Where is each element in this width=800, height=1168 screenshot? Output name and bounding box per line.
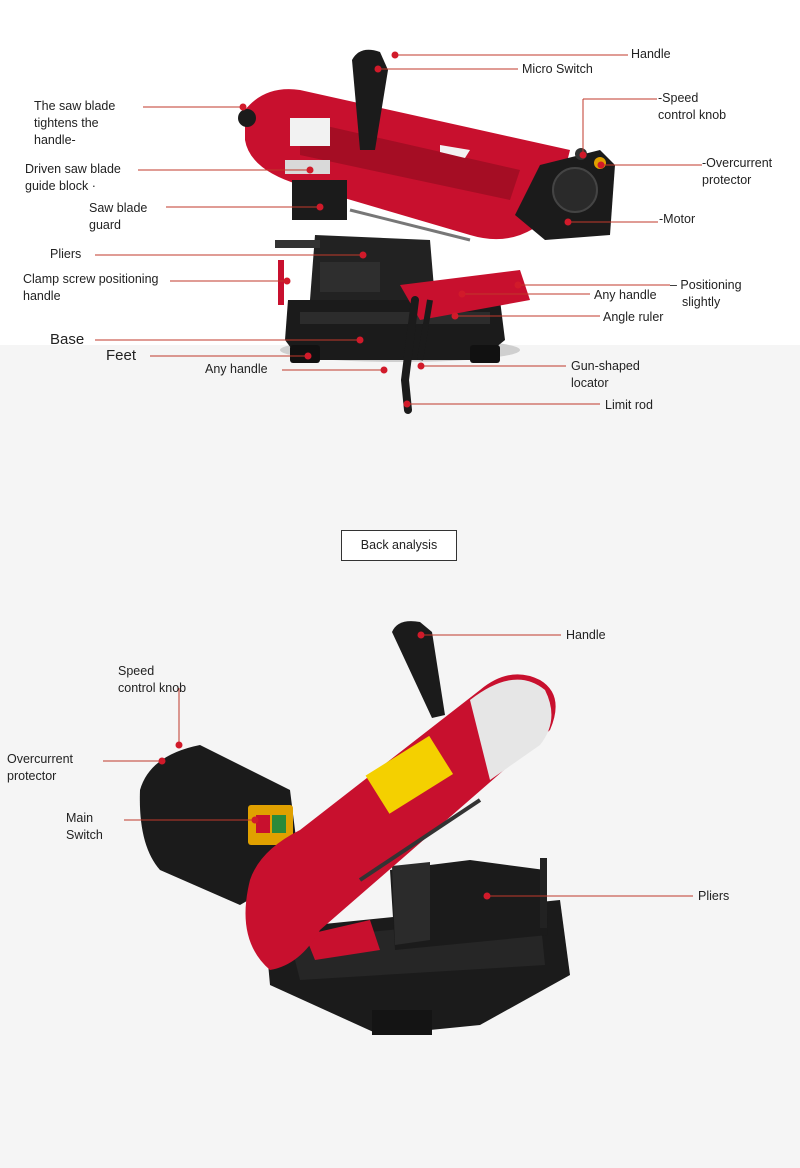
back-foot [372,1010,432,1035]
clamp-handle [278,260,284,305]
direction-arrow [440,145,470,158]
label-micro-switch: Micro Switch [522,62,593,76]
back-vise-jaw [392,862,430,945]
label-base: Base [50,331,85,348]
top-handle [352,49,388,150]
blade-guard [292,180,347,220]
back-label-speed-knob: Speed control knob [118,664,187,695]
label-any-handle-right: Any handle [594,288,657,302]
back-label-handle: Handle [566,628,606,642]
vise-jaw [320,262,380,292]
saw-blade [349,208,471,242]
back-handle [392,621,445,718]
back-blade-arm [358,798,482,882]
back-turntable [305,920,380,960]
label-gun-locator: Gun-shaped locator [571,359,640,390]
label-overcurrent: -Overcurrent protector [702,156,773,187]
label-positioning: – Positioning slightly [670,278,742,309]
frame-recess [300,120,520,200]
foot-right [470,345,500,363]
motor-fan-cover [552,167,598,213]
back-clamp-screw [540,858,547,928]
gun-locator [417,299,433,361]
top-leader-lines [95,51,702,408]
label-clamp-screw: Clamp screw positioning handle [23,272,159,303]
label-feet: Feet [106,347,137,364]
label-any-handle-left: Any handle [205,362,268,376]
label-motor: -Motor [659,212,696,226]
frame-sticker [290,118,330,146]
locator-arm [400,296,419,414]
tension-knob [238,109,256,127]
label-saw-blade-tightens: The saw blade tightens the handle- [34,99,116,147]
back-wheel-cover [470,679,552,780]
warning-label [365,735,454,814]
label-pliers: Pliers [50,247,82,261]
label-speed-knob: -Speed control knob [658,91,727,122]
main-switch-red [256,815,270,833]
band-saw-front-illustration [238,49,615,414]
label-angle-ruler: Angle ruler [603,310,664,324]
label-driven-guide-block: Driven saw blade guide block · [25,162,121,193]
back-label-main-switch: Main Switch [66,811,103,842]
label-saw-blade-guard: Saw blade guard [89,201,148,232]
main-switch-green [272,815,286,833]
label-handle: Handle [631,47,671,61]
label-limit-rod: Limit rod [605,398,653,412]
back-saw-bow [245,674,556,970]
clamp-screw [275,240,320,248]
back-label-overcurrent: Overcurrent protector [7,752,73,783]
back-label-pliers: Pliers [698,889,730,903]
back-analysis-button[interactable]: Back analysis [341,530,457,561]
foot-left [290,345,320,363]
